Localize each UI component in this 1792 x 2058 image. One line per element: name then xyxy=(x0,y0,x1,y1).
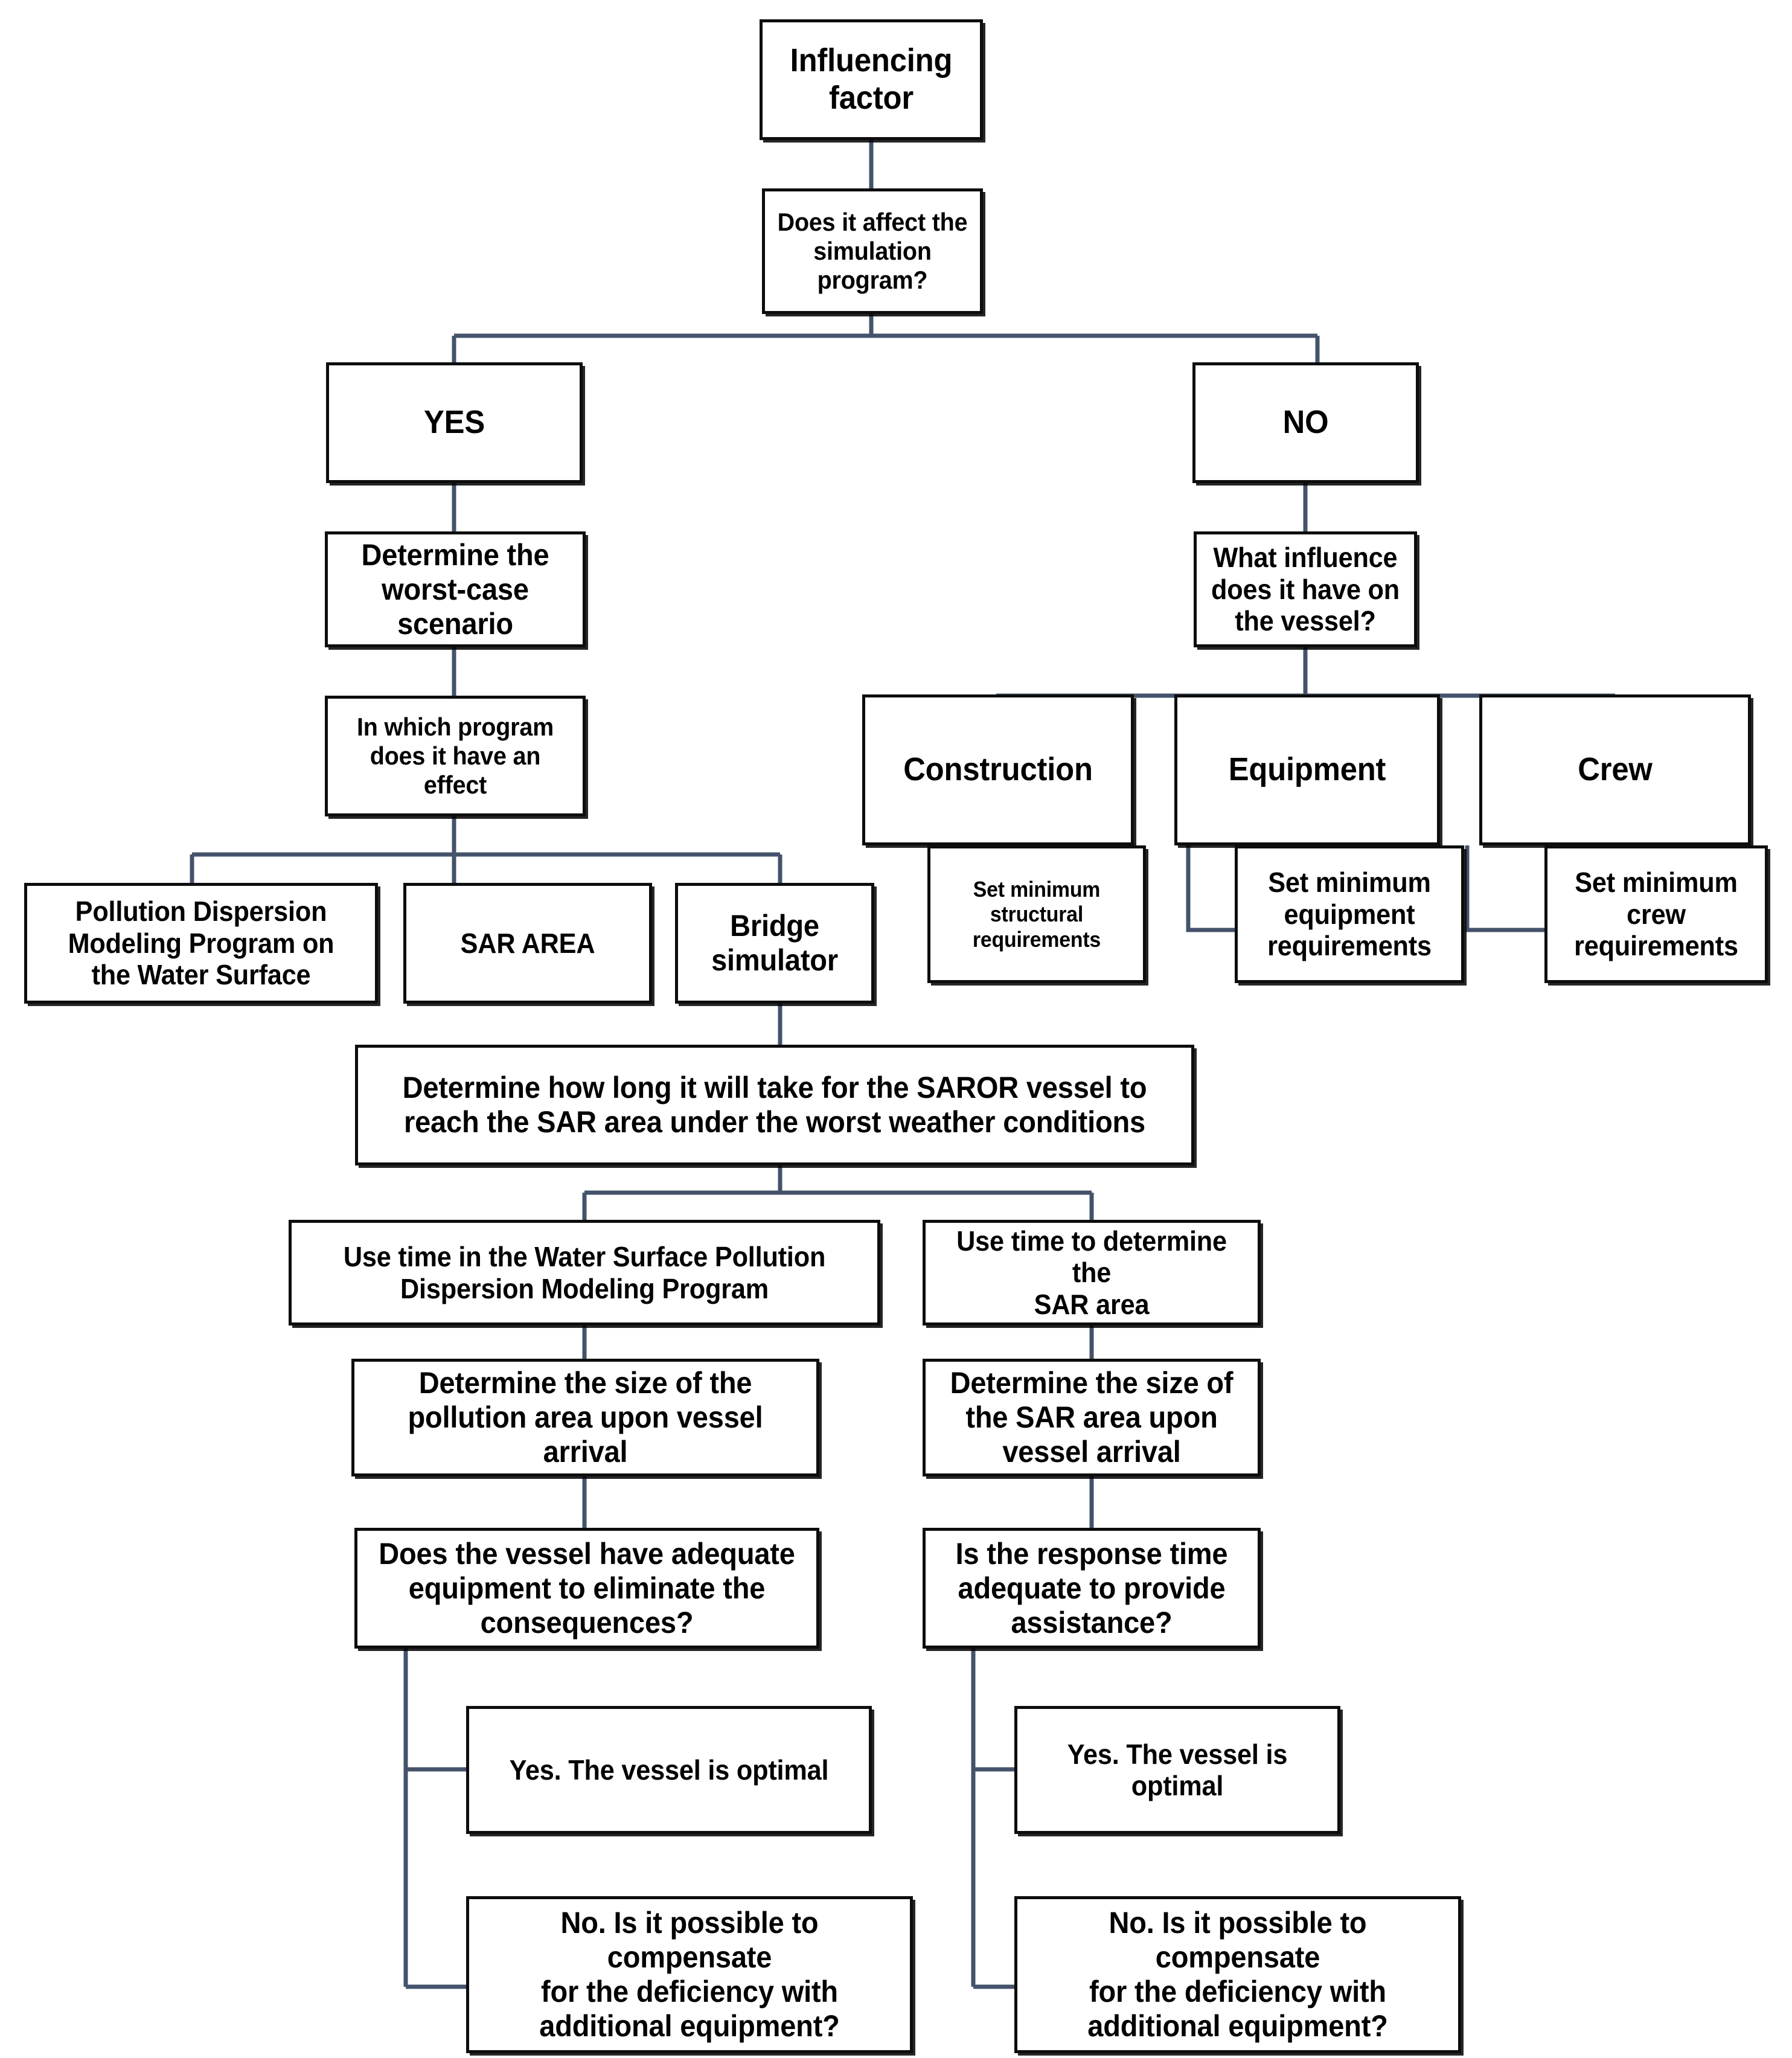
node-label: Does the vessel have adequate equipment … xyxy=(379,1536,795,1640)
node-yes[interactable]: YES xyxy=(326,362,583,483)
node-label: Use time to determine the SAR area xyxy=(956,1225,1227,1320)
node-label: Equipment xyxy=(1228,751,1386,788)
node-label: Set minimum equipment requirements xyxy=(1267,867,1432,962)
node-determine-worst-case[interactable]: Determine the worst-case scenario xyxy=(325,531,586,647)
node-no-compensate-deficiency-left[interactable]: No. Is it possible to compensate for the… xyxy=(466,1896,913,2053)
node-in-which-program[interactable]: In which program does it have an effect xyxy=(325,696,586,816)
node-use-time-pollution-program[interactable]: Use time in the Water Surface Pollution … xyxy=(289,1220,880,1326)
node-label: In which program does it have an effect xyxy=(356,713,554,799)
node-no[interactable]: NO xyxy=(1192,362,1419,483)
node-what-influence-on-vessel[interactable]: What influence does it have on the vesse… xyxy=(1194,531,1417,647)
node-label: Determine the size of the SAR area upon … xyxy=(950,1366,1234,1469)
node-yes-vessel-optimal-right[interactable]: Yes. The vessel is optimal xyxy=(1014,1706,1340,1834)
node-is-response-time-adequate[interactable]: Is the response time adequate to provide… xyxy=(923,1528,1261,1649)
node-label: Determine the size of the pollution area… xyxy=(408,1366,763,1469)
node-label: Bridge simulator xyxy=(711,909,838,977)
node-bridge-simulator[interactable]: Bridge simulator xyxy=(675,883,874,1004)
node-label: SAR AREA xyxy=(460,927,595,959)
node-no-compensate-deficiency-right[interactable]: No. Is it possible to compensate for the… xyxy=(1014,1896,1461,2053)
node-label: Set minimum crew requirements xyxy=(1574,867,1738,962)
node-crew[interactable]: Crew xyxy=(1479,694,1751,845)
node-label: Pollution Dispersion Modeling Program on… xyxy=(68,896,334,991)
node-label: YES xyxy=(423,404,485,441)
node-label: Set minimum structural requirements xyxy=(972,877,1101,952)
node-label: Crew xyxy=(1578,751,1653,788)
node-label: What influence does it have on the vesse… xyxy=(1211,542,1400,637)
node-label: No. Is it possible to compensate for the… xyxy=(1087,1906,1388,2043)
node-label: Yes. The vessel is optimal xyxy=(1067,1738,1288,1801)
node-label: No. Is it possible to compensate for the… xyxy=(539,1906,840,2043)
node-label: Construction xyxy=(903,751,1093,788)
node-does-vessel-have-adequate-equipment[interactable]: Does the vessel have adequate equipment … xyxy=(354,1528,819,1649)
node-equipment[interactable]: Equipment xyxy=(1174,694,1440,845)
node-use-time-sar-area[interactable]: Use time to determine the SAR area xyxy=(923,1220,1261,1326)
node-yes-vessel-optimal-left[interactable]: Yes. The vessel is optimal xyxy=(466,1706,872,1834)
node-label: Use time in the Water Surface Pollution … xyxy=(343,1241,826,1304)
node-label: NO xyxy=(1282,404,1329,441)
node-influencing-factor[interactable]: Influencing factor xyxy=(760,19,983,140)
node-determine-pollution-area-size[interactable]: Determine the size of the pollution area… xyxy=(351,1359,819,1476)
node-label: Is the response time adequate to provide… xyxy=(955,1536,1228,1640)
node-label: Determine the worst-case scenario xyxy=(361,537,549,641)
node-determine-sar-area-size[interactable]: Determine the size of the SAR area upon … xyxy=(923,1359,1261,1476)
node-label: Determine how long it will take for the … xyxy=(402,1071,1147,1139)
node-set-minimum-equipment-requirements[interactable]: Set minimum equipment requirements xyxy=(1235,845,1464,983)
node-label: Does it affect the simulation program? xyxy=(777,208,968,294)
node-construction[interactable]: Construction xyxy=(862,694,1134,845)
node-label: Yes. The vessel is optimal xyxy=(509,1754,829,1786)
node-does-it-affect-simulation[interactable]: Does it affect the simulation program? xyxy=(762,188,983,314)
node-determine-travel-time[interactable]: Determine how long it will take for the … xyxy=(355,1045,1194,1165)
node-label: Influencing factor xyxy=(790,42,953,116)
node-set-minimum-crew-requirements[interactable]: Set minimum crew requirements xyxy=(1544,845,1768,983)
node-sar-area[interactable]: SAR AREA xyxy=(403,883,652,1004)
node-pollution-dispersion-program[interactable]: Pollution Dispersion Modeling Program on… xyxy=(24,883,378,1004)
node-set-minimum-structural-requirements[interactable]: Set minimum structural requirements xyxy=(927,845,1146,983)
